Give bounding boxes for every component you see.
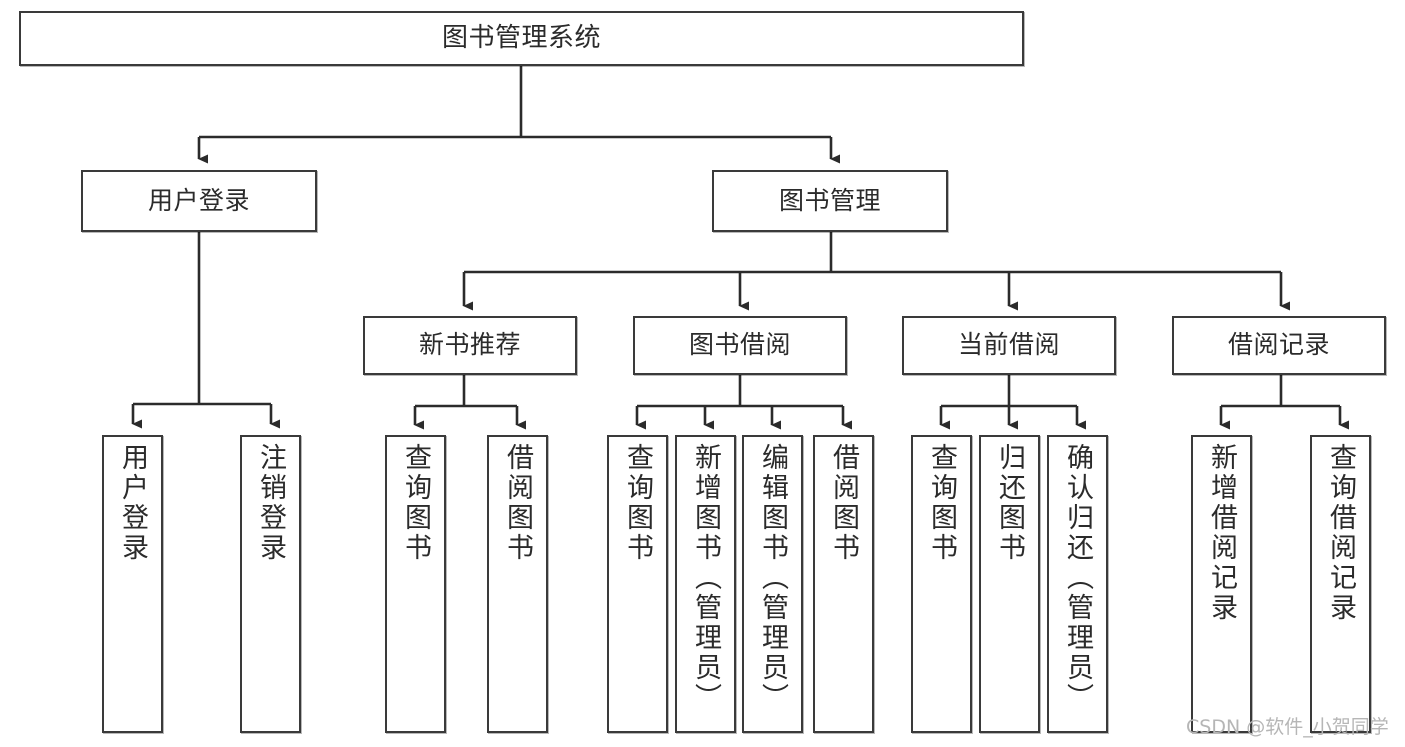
node-current-borrow[interactable]: 当前借阅 — [902, 316, 1116, 375]
node-book-management[interactable]: 图书管理 — [712, 170, 948, 232]
node-book-borrow[interactable]: 图书借阅 — [633, 316, 847, 375]
node-leaf-logout[interactable]: 注销登录 — [240, 435, 301, 733]
node-leaf-logout-label: 注销登录 — [255, 443, 286, 563]
node-book-management-label: 图书管理 — [778, 185, 881, 215]
node-leaf-add-book-label: 新增图书（管理员） — [690, 443, 721, 713]
node-root-system[interactable]: 图书管理系统 — [19, 11, 1024, 66]
node-current-borrow-label: 当前借阅 — [957, 330, 1060, 360]
node-user-login[interactable]: 用户登录 — [81, 170, 317, 232]
node-leaf-query-book-borrow-label: 查询图书 — [622, 443, 653, 563]
node-leaf-return-book-label: 归还图书 — [994, 443, 1025, 563]
node-book-borrow-label: 图书借阅 — [688, 330, 791, 360]
node-leaf-add-record-label: 新增借阅记录 — [1206, 443, 1237, 623]
node-borrow-record[interactable]: 借阅记录 — [1172, 316, 1386, 375]
node-borrow-record-label: 借阅记录 — [1227, 330, 1330, 360]
node-new-book-recommend-label: 新书推荐 — [418, 330, 521, 360]
node-leaf-borrow-book-borrow-label: 借阅图书 — [828, 443, 859, 563]
node-leaf-borrow-book-recommend-label: 借阅图书 — [502, 443, 533, 563]
node-leaf-edit-book-label: 编辑图书（管理员） — [757, 443, 788, 713]
node-leaf-user-login[interactable]: 用户登录 — [102, 435, 163, 733]
node-root-system-label: 图书管理系统 — [441, 22, 601, 53]
node-leaf-query-record-label: 查询借阅记录 — [1325, 443, 1356, 623]
node-leaf-query-book-borrow[interactable]: 查询图书 — [607, 435, 668, 733]
node-user-login-label: 用户登录 — [147, 185, 250, 215]
node-leaf-confirm-return-label: 确认归还（管理员） — [1062, 443, 1093, 713]
node-leaf-query-book-current[interactable]: 查询图书 — [911, 435, 972, 733]
node-leaf-borrow-book-recommend[interactable]: 借阅图书 — [487, 435, 548, 733]
node-leaf-add-record[interactable]: 新增借阅记录 — [1191, 435, 1252, 733]
node-leaf-edit-book[interactable]: 编辑图书（管理员） — [742, 435, 803, 733]
node-leaf-query-book-recommend-label: 查询图书 — [400, 443, 431, 563]
node-leaf-query-book-recommend[interactable]: 查询图书 — [385, 435, 446, 733]
node-new-book-recommend[interactable]: 新书推荐 — [363, 316, 577, 375]
node-leaf-confirm-return[interactable]: 确认归还（管理员） — [1047, 435, 1108, 733]
node-leaf-borrow-book-borrow[interactable]: 借阅图书 — [813, 435, 874, 733]
node-leaf-add-book[interactable]: 新增图书（管理员） — [675, 435, 736, 733]
node-leaf-query-book-current-label: 查询图书 — [926, 443, 957, 563]
csdn-watermark: CSDN @软件_小贺同学 — [1186, 716, 1389, 738]
node-leaf-return-book[interactable]: 归还图书 — [979, 435, 1040, 733]
node-leaf-user-login-label: 用户登录 — [117, 443, 148, 563]
node-leaf-query-record[interactable]: 查询借阅记录 — [1310, 435, 1371, 733]
